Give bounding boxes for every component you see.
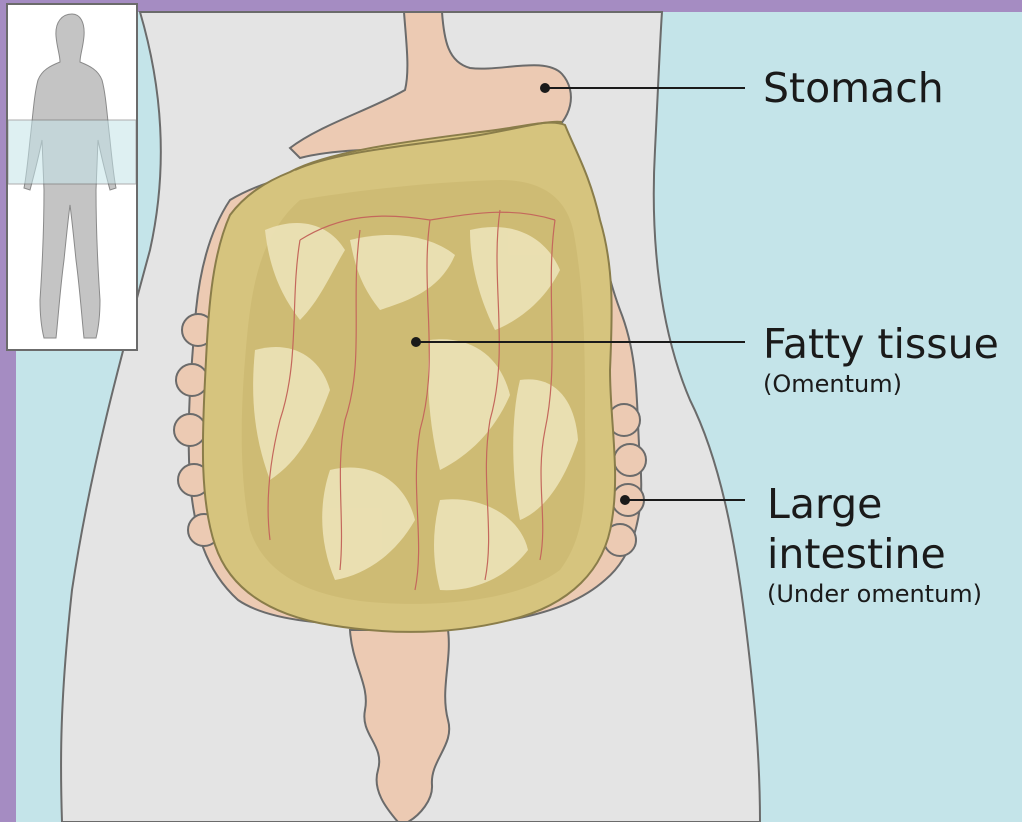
large-intestine-label-line1: Large [767,480,882,528]
region-highlight [8,120,136,184]
stomach-label: Stomach [763,64,944,112]
body-locator-inset [7,4,137,350]
fatty-tissue-sublabel: (Omentum) [763,370,902,398]
large-intestine-sublabel: (Under omentum) [767,580,982,608]
large-intestine-label-line2: intestine [767,530,946,578]
fatty-tissue-label: Fatty tissue [763,320,999,368]
